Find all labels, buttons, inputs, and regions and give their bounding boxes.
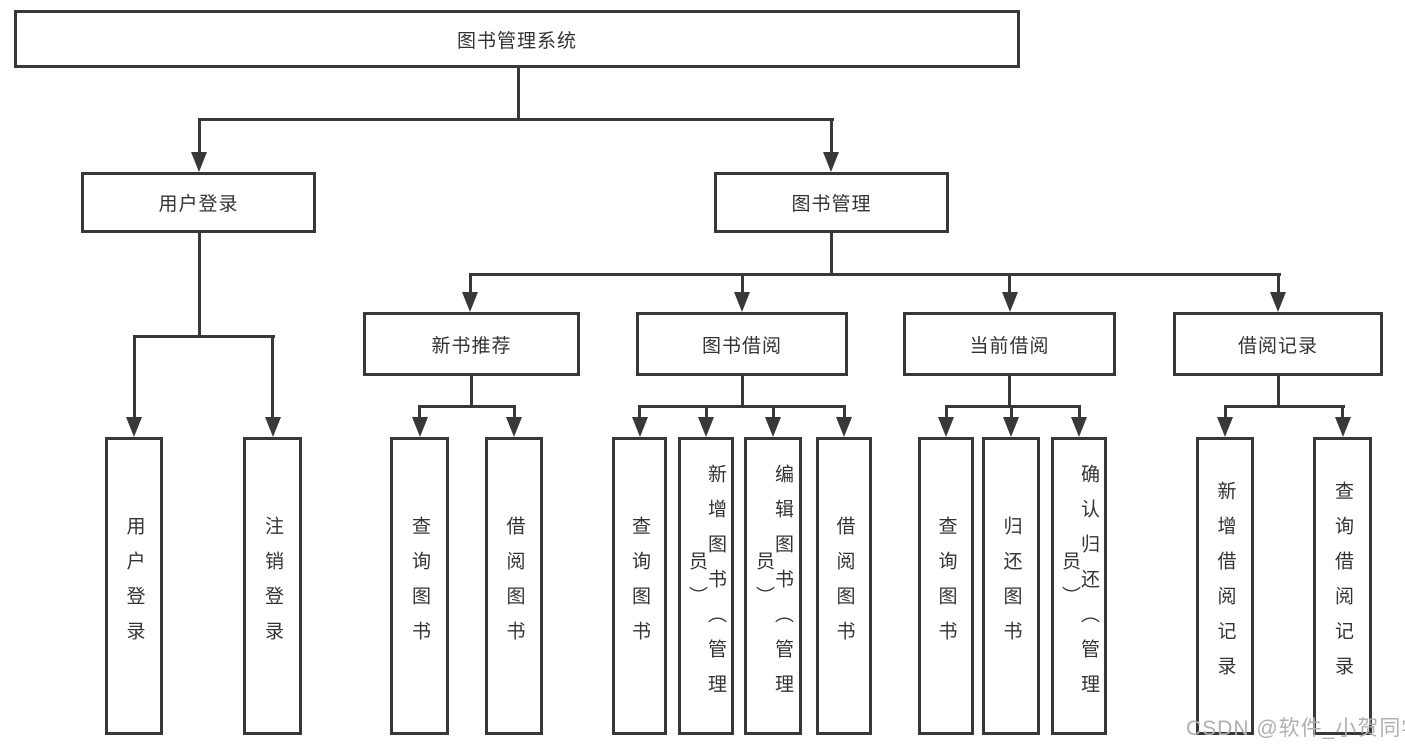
- edge-arrow-stem: [132, 335, 136, 421]
- node-label: 编辑图书（管理员）: [753, 463, 793, 709]
- edge-line: [1008, 376, 1011, 405]
- arrowhead-icon: [1003, 417, 1019, 437]
- arrowhead-icon: [1270, 292, 1286, 312]
- arrowhead-icon: [1071, 417, 1087, 437]
- arrowhead-icon: [765, 417, 781, 437]
- node-label: 归还图书: [1000, 516, 1022, 656]
- node-book-borrowing: 图书借阅: [636, 312, 848, 376]
- edge-line: [944, 405, 1081, 408]
- edge-arrow-stem: [740, 273, 744, 296]
- node-label: 借阅图书: [833, 516, 855, 656]
- edge-line: [468, 273, 1281, 276]
- node-label: 新增借阅记录: [1214, 481, 1236, 691]
- node-label: 查询图书: [629, 516, 650, 656]
- node-label: 查询图书: [409, 516, 430, 656]
- node-user-login: 用户登录: [81, 172, 316, 233]
- node-label: 图书管理: [791, 194, 872, 215]
- leaf-query-books-2: 查询图书: [612, 437, 667, 735]
- node-label: 新书推荐: [431, 335, 512, 357]
- edge-arrow-stem: [1223, 405, 1227, 421]
- node-borrowing-records: 借阅记录: [1173, 312, 1383, 376]
- leaf-logout: 注销登录: [243, 437, 302, 735]
- edge-line: [516, 68, 520, 118]
- edge-arrow-stem: [1077, 405, 1081, 421]
- edge-arrow-stem: [271, 335, 274, 421]
- leaf-query-borrow-record: 查询借阅记录: [1313, 437, 1372, 735]
- node-label: 借阅记录: [1237, 335, 1318, 357]
- edge-arrow-stem: [1009, 405, 1013, 421]
- edge-line: [470, 376, 473, 405]
- leaf-confirm-return-admin: 确认归还（管理员）: [1051, 437, 1107, 735]
- node-book-management: 图书管理: [714, 172, 949, 233]
- edge-line: [638, 405, 846, 408]
- arrowhead-icon: [823, 152, 839, 172]
- edge-arrow-stem: [1008, 273, 1011, 296]
- edge-line: [132, 335, 275, 338]
- edge-arrow-stem: [704, 405, 708, 421]
- leaf-add-borrow-record: 新增借阅记录: [1196, 437, 1254, 735]
- arrowhead-icon: [1217, 417, 1233, 437]
- edge-line: [418, 405, 516, 408]
- leaf-add-books-admin: 新增图书（管理员）: [678, 437, 734, 735]
- node-label: 当前借阅: [969, 335, 1050, 357]
- node-label: 查询图书: [935, 516, 957, 656]
- arrowhead-icon: [836, 417, 852, 437]
- leaf-query-books-1: 查询图书: [390, 437, 449, 735]
- arrowhead-icon: [1001, 292, 1018, 312]
- leaf-user-login: 用户登录: [105, 437, 163, 735]
- arrowhead-icon: [462, 292, 478, 312]
- edge-line: [829, 233, 833, 273]
- leaf-query-books-3: 查询图书: [918, 437, 974, 735]
- edge-arrow-stem: [842, 405, 846, 421]
- arrowhead-icon: [264, 417, 281, 437]
- node-label: 确认归还（管理员）: [1059, 463, 1099, 709]
- node-label: 新增图书（管理员）: [686, 463, 726, 709]
- edge-arrow-stem: [1276, 273, 1280, 296]
- arrowhead-icon: [506, 417, 522, 437]
- edge-arrow-stem: [638, 405, 641, 421]
- edge-arrow-stem: [418, 405, 421, 421]
- arrowhead-icon: [631, 417, 648, 437]
- edge-arrow-stem: [944, 405, 948, 421]
- node-label: 图书管理系统: [456, 30, 577, 52]
- edge-arrow-stem: [829, 118, 833, 156]
- edge-line: [197, 233, 201, 335]
- node-label: 查询借阅记录: [1332, 481, 1353, 691]
- arrowhead-icon: [1334, 417, 1351, 437]
- leaf-edit-books-admin: 编辑图书（管理员）: [744, 437, 802, 735]
- node-label: 借阅图书: [503, 516, 525, 656]
- edge-arrow-stem: [1341, 405, 1344, 421]
- edge-arrow-stem: [468, 273, 472, 296]
- node-label: 用户登录: [158, 194, 239, 215]
- arrowhead-icon: [938, 417, 954, 437]
- edge-line: [1276, 376, 1280, 405]
- leaf-return-books: 归还图书: [982, 437, 1040, 735]
- arrowhead-icon: [411, 417, 428, 437]
- node-label: 图书借阅: [701, 335, 782, 357]
- node-root-library-system: 图书管理系统: [14, 10, 1020, 68]
- arrowhead-icon: [191, 152, 207, 172]
- node-current-borrowing: 当前借阅: [903, 312, 1116, 376]
- edge-arrow-stem: [771, 405, 775, 421]
- edge-line: [740, 376, 744, 405]
- watermark: CSDN @软件_小贺同学: [1186, 717, 1405, 740]
- arrowhead-icon: [698, 417, 714, 437]
- node-new-book-recommendation: 新书推荐: [363, 312, 580, 376]
- arrowhead-icon: [126, 417, 142, 437]
- edge-arrow-stem: [512, 405, 516, 421]
- arrowhead-icon: [734, 292, 750, 312]
- leaf-borrow-books-1: 借阅图书: [485, 437, 543, 735]
- leaf-borrow-books-2: 借阅图书: [816, 437, 872, 735]
- node-label: 注销登录: [262, 516, 283, 656]
- edge-line: [1223, 405, 1345, 408]
- edge-line: [197, 118, 834, 121]
- edge-arrow-stem: [197, 118, 201, 156]
- node-label: 用户登录: [123, 516, 145, 656]
